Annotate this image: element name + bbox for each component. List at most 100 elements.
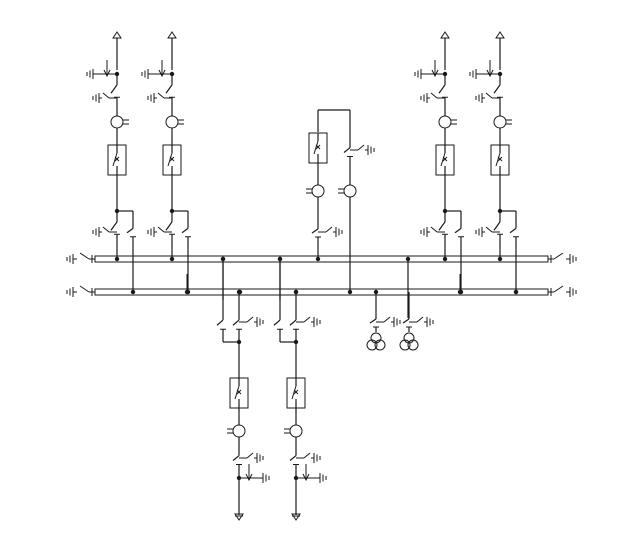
ground-icon: [319, 473, 327, 483]
disconnector-icon: [289, 312, 299, 335]
disconnector-icon: [110, 74, 120, 105]
ground-icon: [475, 93, 483, 103]
disconnector-icon: [181, 221, 191, 242]
arrester-icon: [469, 60, 500, 79]
disconnector-icon: [165, 211, 175, 242]
bus-tap-points: [184, 256, 519, 318]
ground-icon: [335, 227, 343, 237]
circuit-breaker-icon: [107, 144, 127, 176]
earthing-switch-icon: [147, 226, 172, 237]
bay-line-feeder-down-2: [273, 256, 327, 521]
earthing-switch-icon: [376, 316, 401, 327]
current-transformer-icon: [338, 184, 357, 198]
ground-icon: [262, 473, 270, 483]
ground-icon: [569, 254, 577, 264]
ground-icon: [469, 69, 477, 79]
earthing-switch-icon: [92, 92, 117, 103]
disconnector-icon: [438, 211, 448, 242]
ground-icon: [92, 93, 100, 103]
busbar-2: [66, 285, 577, 297]
ground-icon: [313, 317, 321, 327]
bay-vt-1: [366, 292, 401, 351]
disconnector-icon: [343, 140, 353, 162]
ground-icon: [86, 69, 94, 79]
bay-vt-2: [399, 292, 434, 351]
voltage-transformer-icon: [366, 332, 386, 351]
disconnector-icon: [369, 312, 379, 332]
disconnector-icon: [438, 74, 448, 105]
ground-icon: [147, 227, 155, 237]
ground-icon: [420, 227, 428, 237]
disconnector-icon: [289, 448, 299, 470]
circuit-breaker-icon: [435, 144, 455, 176]
arrester-icon: [239, 464, 270, 483]
earthing-switch-icon: [92, 226, 117, 237]
disconnector-icon: [232, 448, 242, 470]
earthing-switch-icon: [475, 92, 500, 103]
ground-icon: [256, 317, 264, 327]
disconnector-icon: [311, 222, 321, 242]
earthing-switch-icon: [475, 226, 500, 237]
ground-icon: [420, 93, 428, 103]
terminal-arrow-icon: [495, 31, 505, 39]
junction-dot: [347, 289, 353, 295]
earthing-switch-icon: [409, 316, 434, 327]
arrester-icon: [86, 60, 117, 79]
ground-icon: [475, 227, 483, 237]
ground-icon: [426, 317, 434, 327]
current-transformer-icon: [306, 184, 325, 198]
disconnector-icon: [165, 74, 175, 105]
arrester-icon: [414, 60, 445, 79]
ground-icon: [414, 69, 422, 79]
ground-icon: [367, 145, 375, 155]
circuit-breaker-icon: [308, 132, 328, 164]
earthing-switch-icon: [296, 316, 321, 327]
disconnector-icon: [493, 211, 503, 242]
junction-dot: [497, 256, 503, 262]
ground-icon: [66, 254, 74, 264]
disconnector-icon: [216, 312, 226, 335]
circuit-breaker-icon: [162, 144, 182, 176]
current-transformer-icon: [227, 424, 246, 438]
terminal-arrow-icon: [291, 513, 301, 521]
ground-icon: [569, 287, 577, 297]
voltage-transformer-icon: [399, 332, 419, 351]
earthing-switch-icon: [296, 452, 321, 463]
disconnector-icon: [273, 312, 283, 335]
ground-icon: [256, 453, 264, 463]
terminal-arrow-icon: [440, 31, 450, 39]
terminal-arrow-icon: [112, 31, 122, 39]
circuit-breaker-icon: [490, 144, 510, 176]
ground-icon: [393, 317, 401, 327]
bay-bus-coupler: [306, 109, 375, 295]
ground-icon: [141, 69, 149, 79]
disconnector-icon: [402, 312, 412, 332]
current-transformer-icon: [165, 115, 184, 129]
bay-line-feeder-up-1: [86, 31, 136, 295]
earthing-switch-icon: [147, 92, 172, 103]
disconnector-icon: [232, 312, 242, 335]
earthing-switch-icon: [239, 452, 264, 463]
earthing-switch-icon: [318, 226, 343, 237]
junction-dot: [442, 256, 448, 262]
junction-dot: [114, 256, 120, 262]
earthing-switch-icon: [420, 226, 445, 237]
junction-dot: [130, 289, 136, 295]
busbars: [66, 252, 577, 297]
disconnector-icon: [493, 74, 503, 105]
circuit-breaker-icon: [229, 377, 249, 409]
ground-icon: [92, 227, 100, 237]
current-transformer-icon: [110, 115, 129, 129]
current-transformer-icon: [438, 115, 457, 129]
current-transformer-icon: [284, 424, 303, 438]
earthing-switch-icon: [420, 92, 445, 103]
junction-dot: [169, 256, 175, 262]
arrester-icon: [296, 464, 327, 483]
bay-line-feeder-up-3: [414, 31, 464, 295]
bay-line-feeder-down-1: [216, 256, 270, 521]
arrester-icon: [141, 60, 172, 79]
current-transformer-icon: [493, 115, 512, 129]
busbar-1: [66, 252, 577, 264]
disconnector-icon: [110, 211, 120, 242]
